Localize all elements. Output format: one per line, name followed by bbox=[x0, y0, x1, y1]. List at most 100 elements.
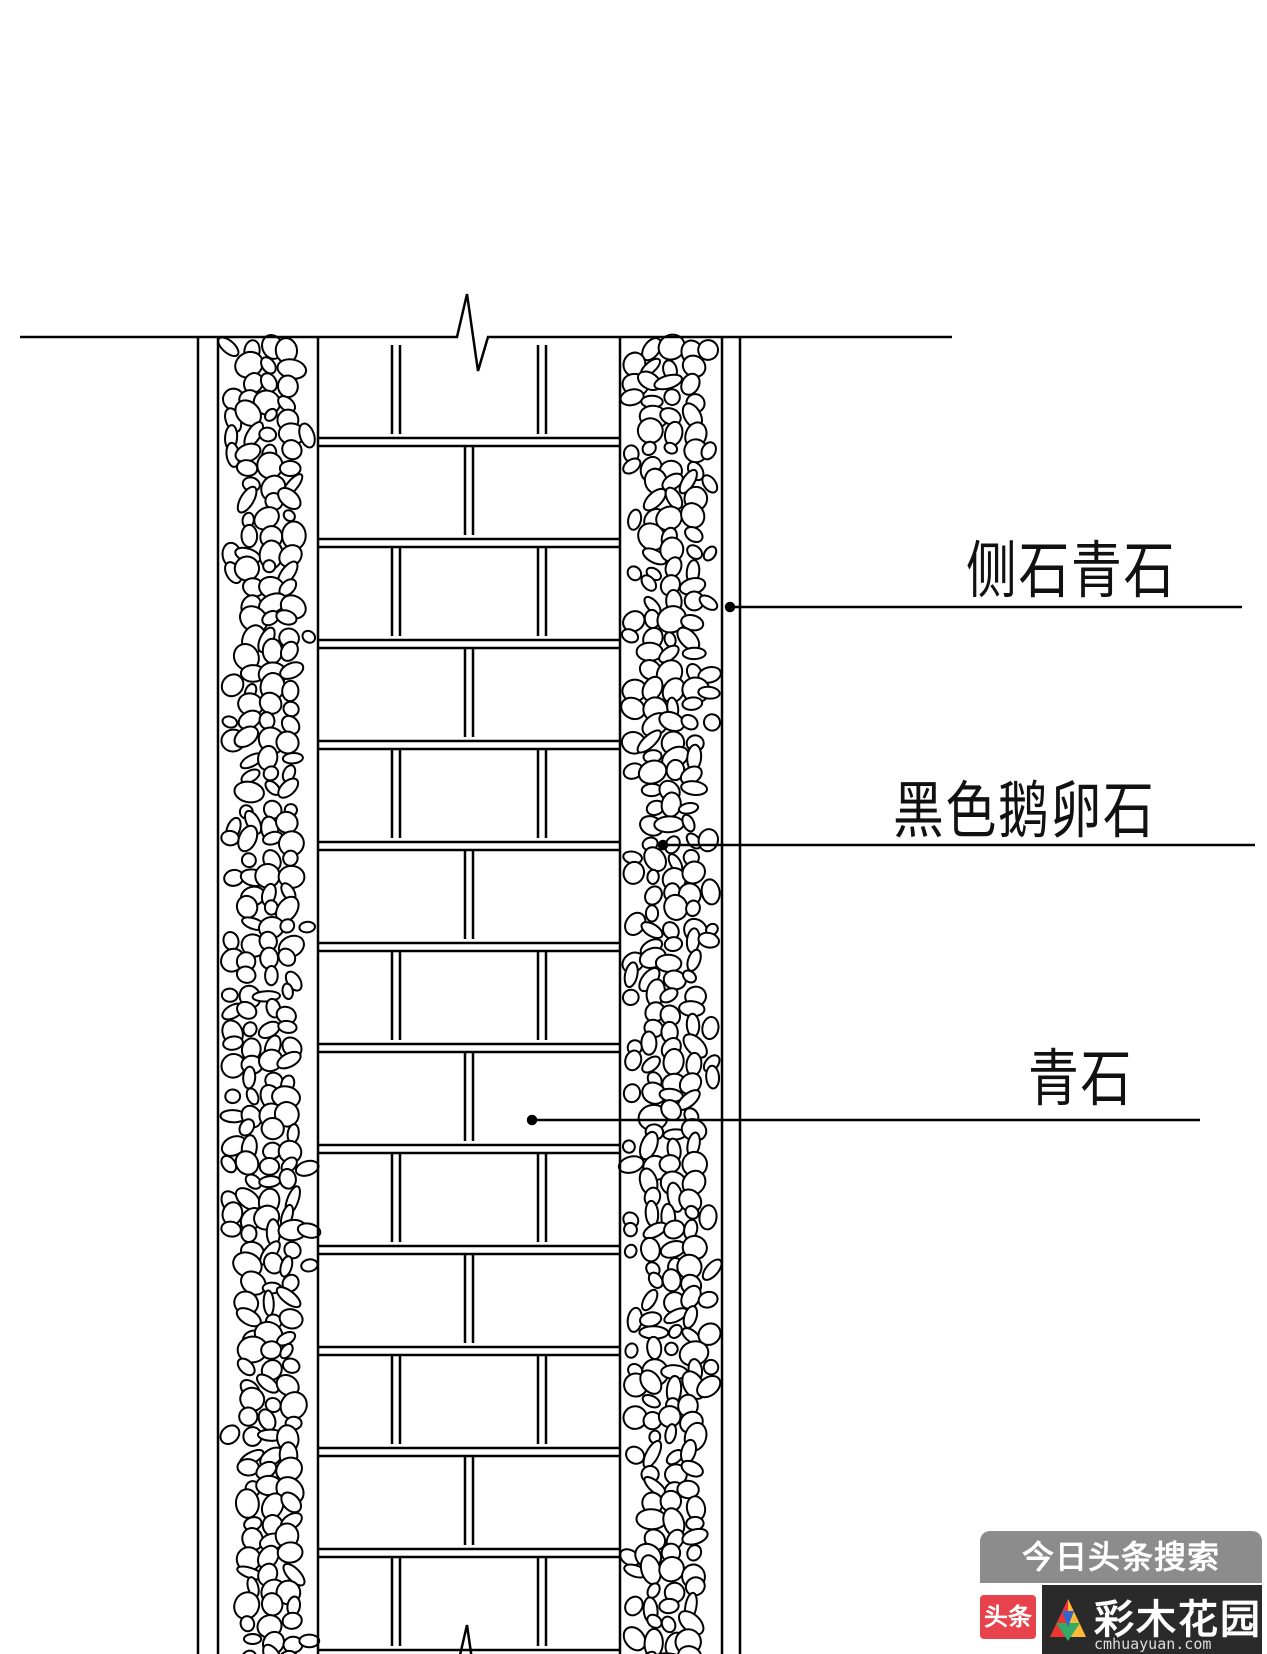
pebble bbox=[244, 1173, 262, 1190]
pebble bbox=[262, 1289, 275, 1317]
pebble bbox=[684, 1205, 700, 1220]
pebble bbox=[697, 685, 721, 700]
pebble bbox=[697, 339, 719, 361]
pebble bbox=[238, 1406, 259, 1427]
pebble bbox=[664, 1341, 679, 1357]
pebble-fill-left bbox=[217, 333, 322, 1654]
pebble bbox=[242, 1021, 258, 1038]
pebble bbox=[638, 1130, 659, 1161]
pebble bbox=[640, 1236, 661, 1263]
pebble bbox=[624, 1595, 644, 1617]
pebble bbox=[661, 472, 684, 492]
pebble bbox=[623, 1243, 638, 1259]
pebble bbox=[236, 1000, 258, 1020]
pebble bbox=[697, 1290, 719, 1309]
pebble bbox=[281, 982, 294, 1001]
pebble bbox=[261, 637, 284, 665]
pebble bbox=[280, 714, 301, 736]
pebble bbox=[646, 1335, 663, 1361]
pebble bbox=[700, 441, 717, 461]
pebble bbox=[276, 374, 299, 399]
pebble bbox=[681, 1527, 709, 1546]
pebble bbox=[277, 947, 297, 967]
pebble bbox=[622, 457, 642, 475]
pebble bbox=[279, 1391, 308, 1421]
pebble bbox=[659, 1489, 683, 1513]
pebble bbox=[658, 1597, 680, 1615]
pebble bbox=[260, 1116, 285, 1141]
pebble bbox=[620, 628, 640, 644]
pebble bbox=[277, 1649, 300, 1654]
pebble bbox=[639, 1650, 658, 1654]
pebble bbox=[264, 965, 279, 987]
pebble bbox=[622, 1083, 642, 1104]
pebble bbox=[221, 715, 239, 729]
label-bluestone: 青石 bbox=[1028, 1042, 1133, 1115]
pebble bbox=[685, 899, 701, 918]
pebble bbox=[235, 965, 257, 984]
pebble bbox=[298, 422, 316, 449]
pebble bbox=[277, 1019, 298, 1034]
pebble bbox=[680, 1459, 704, 1478]
pebble bbox=[681, 860, 706, 885]
pebble bbox=[242, 1065, 257, 1090]
pebble bbox=[233, 1591, 261, 1620]
pebble bbox=[281, 751, 304, 765]
pebble bbox=[279, 1255, 294, 1278]
pebble bbox=[243, 1633, 263, 1645]
pebble bbox=[233, 725, 260, 749]
pebble bbox=[680, 372, 701, 396]
pebble bbox=[640, 574, 658, 592]
pebble bbox=[698, 1204, 718, 1231]
pebble bbox=[644, 885, 663, 906]
pebble bbox=[636, 729, 662, 754]
pebble bbox=[245, 1087, 260, 1106]
pebble bbox=[698, 594, 719, 611]
pebble bbox=[684, 1576, 706, 1597]
label-black-pebble: 黑色鹅卵石 bbox=[893, 774, 1156, 847]
pebble bbox=[234, 1150, 260, 1176]
pebble bbox=[658, 1556, 685, 1583]
pebble bbox=[277, 486, 302, 511]
leader-lines bbox=[526, 601, 1255, 1126]
pebble bbox=[621, 1139, 636, 1154]
leader-dot-side-stone bbox=[724, 601, 736, 613]
pebble bbox=[659, 407, 682, 426]
pebble bbox=[220, 673, 245, 698]
pebble bbox=[646, 1613, 663, 1629]
pebble bbox=[278, 1167, 297, 1190]
pebble bbox=[276, 1050, 302, 1070]
pebble bbox=[277, 777, 300, 799]
pebble bbox=[677, 802, 700, 815]
pebble bbox=[222, 1035, 244, 1051]
pebble bbox=[622, 610, 646, 633]
pebble bbox=[642, 487, 667, 512]
pebble bbox=[276, 1541, 304, 1564]
pebble bbox=[641, 1055, 661, 1074]
pebble bbox=[621, 988, 640, 1007]
pebble bbox=[298, 920, 316, 934]
pebble bbox=[658, 644, 680, 664]
pebble bbox=[641, 675, 664, 702]
leader-dot-bluestone bbox=[526, 1114, 538, 1126]
pebble bbox=[644, 904, 660, 923]
pebble bbox=[663, 441, 679, 455]
pebble bbox=[640, 921, 664, 940]
watermark-search-banner: 今日头条搜索 bbox=[980, 1531, 1262, 1583]
pebble bbox=[240, 768, 261, 784]
watermark-footer: 头条 彩木花园 cmhuayuan.com bbox=[980, 1583, 1262, 1654]
pebble bbox=[641, 1288, 659, 1312]
pebble bbox=[639, 1369, 663, 1395]
pebble bbox=[697, 828, 719, 853]
pebble bbox=[664, 1423, 678, 1445]
pebble bbox=[259, 372, 278, 393]
site-name: 彩木花园 bbox=[1094, 1597, 1262, 1643]
pebble bbox=[275, 1286, 302, 1309]
pebble bbox=[262, 1643, 283, 1654]
pebble bbox=[240, 1649, 258, 1654]
pebble bbox=[258, 1156, 281, 1176]
bluestone-brick-pattern bbox=[318, 345, 620, 1652]
pebble bbox=[627, 508, 643, 531]
pebble bbox=[641, 1393, 661, 1409]
pebble bbox=[702, 713, 722, 732]
